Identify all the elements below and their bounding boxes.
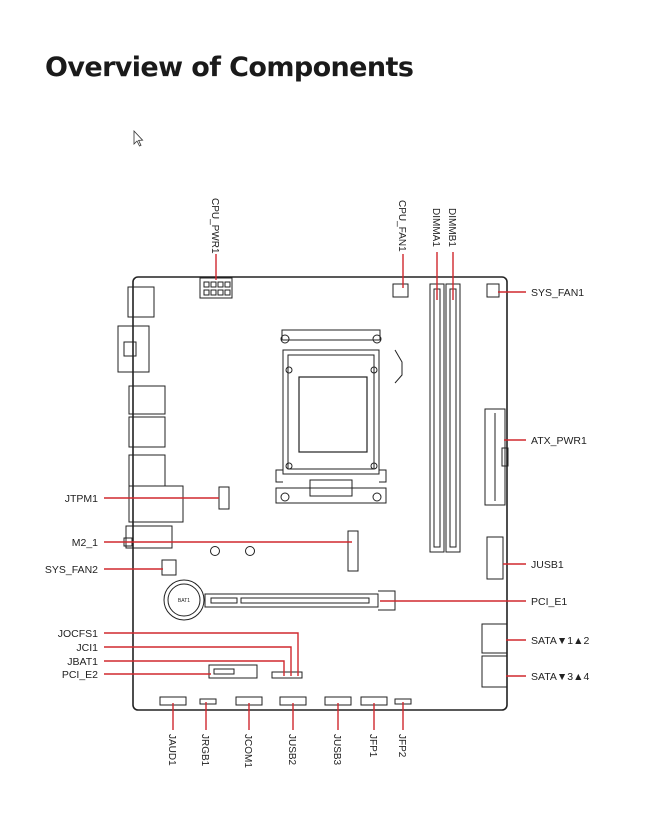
pci-e2-slot — [208, 664, 258, 679]
label-sata12: SATA▼1▲2 — [531, 635, 589, 647]
label-pci-e1: PCI_E1 — [531, 596, 567, 608]
cpu-socket — [275, 329, 403, 504]
jusb1-header — [486, 536, 504, 580]
label-sata34: SATA▼3▲4 — [531, 671, 589, 683]
label-jbat1: JBAT1 — [67, 656, 98, 668]
label-cpu-pwr1: CPU_PWR1 — [209, 198, 220, 254]
jocfs-jci-jbat-jumpers — [271, 671, 303, 679]
board-outline — [132, 276, 508, 711]
cpu-pwr1-connector — [199, 277, 233, 299]
battery-bat1: BAT1 — [163, 579, 205, 621]
label-jtpm1: JTPM1 — [65, 493, 98, 505]
label-cpu-fan1: CPU_FAN1 — [396, 200, 407, 252]
atx-pwr1-connector — [484, 408, 509, 506]
label-jci1: JCI1 — [76, 642, 98, 654]
battery-label: BAT1 — [178, 598, 190, 604]
label-m2-1: M2_1 — [72, 537, 98, 549]
label-jusb2: JUSB2 — [286, 734, 297, 766]
page-title: Overview of Components — [45, 52, 414, 83]
sys-fan1-connector — [486, 283, 500, 298]
label-pci-e2: PCI_E2 — [62, 669, 98, 681]
sys-fan2-connector — [161, 559, 177, 576]
label-sys-fan1: SYS_FAN1 — [531, 287, 584, 299]
label-jrgb1: JRGB1 — [199, 734, 210, 767]
label-dimma1: DIMMA1 — [430, 208, 441, 247]
label-jcom1: JCOM1 — [242, 734, 253, 768]
label-jfp2: JFP2 — [396, 734, 407, 758]
label-jusb3: JUSB3 — [331, 734, 342, 766]
cpu-fan1-connector — [392, 283, 409, 298]
sata-ports — [481, 623, 508, 688]
label-dimmb1: DIMMB1 — [446, 208, 457, 247]
mouse-pointer-icon — [133, 129, 144, 147]
leader-lines — [104, 252, 526, 730]
mounting-hole — [245, 546, 255, 556]
label-atx-pwr1: ATX_PWR1 — [531, 435, 587, 447]
label-sys-fan2: SYS_FAN2 — [45, 564, 98, 576]
label-jocfs1: JOCFS1 — [58, 628, 98, 640]
m2-1-slot — [347, 530, 359, 572]
label-jfp1: JFP1 — [367, 734, 378, 758]
mounting-hole — [210, 546, 220, 556]
label-jaud1: JAUD1 — [166, 734, 177, 766]
label-jusb1: JUSB1 — [531, 559, 564, 571]
pci-e2-pins — [213, 668, 235, 675]
